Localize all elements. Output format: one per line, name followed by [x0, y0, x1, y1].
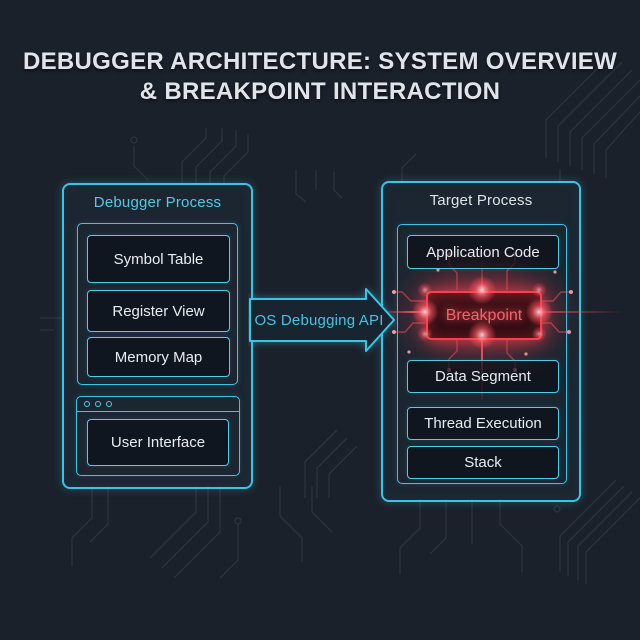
- node-register-view: Register View: [87, 290, 230, 332]
- window-control-dot: [106, 401, 112, 407]
- page-title: DEBUGGER ARCHITECTURE: SYSTEM OVERVIEW &…: [0, 47, 640, 107]
- debugger-process-panel: Debugger Process Symbol Table Register V…: [62, 183, 253, 489]
- window-control-dot: [95, 401, 101, 407]
- node-thread-execution: Thread Execution: [407, 407, 559, 440]
- arrow-shape: [249, 288, 395, 352]
- window-control-dot: [84, 401, 90, 407]
- node-breakpoint: Breakpoint: [426, 291, 542, 340]
- window-titlebar: [77, 397, 239, 412]
- title-line-1: DEBUGGER ARCHITECTURE: SYSTEM OVERVIEW: [22, 48, 618, 75]
- debugger-panel-label: Debugger Process: [93, 194, 222, 211]
- node-user-interface: User Interface: [87, 419, 229, 466]
- node-application-code: Application Code: [407, 235, 559, 269]
- debugger-modules-group: Symbol Table Register View Memory Map: [77, 223, 238, 385]
- node-memory-map: Memory Map: [87, 337, 230, 377]
- target-modules-group: Application Code Breakpoint Data Segment…: [397, 224, 567, 484]
- node-stack: Stack: [407, 446, 559, 479]
- node-symbol-table: Symbol Table: [87, 235, 230, 283]
- target-panel-label: Target Process: [429, 192, 533, 209]
- os-debugging-api-arrow: OS Debugging API: [248, 282, 398, 358]
- title-line-2: & BREAKPOINT INTERACTION: [139, 78, 501, 105]
- target-process-panel: Target Process: [380, 181, 624, 502]
- arrow-label: OS Debugging API: [254, 311, 384, 329]
- app-window: User Interface: [76, 396, 240, 476]
- node-data-segment: Data Segment: [407, 360, 559, 393]
